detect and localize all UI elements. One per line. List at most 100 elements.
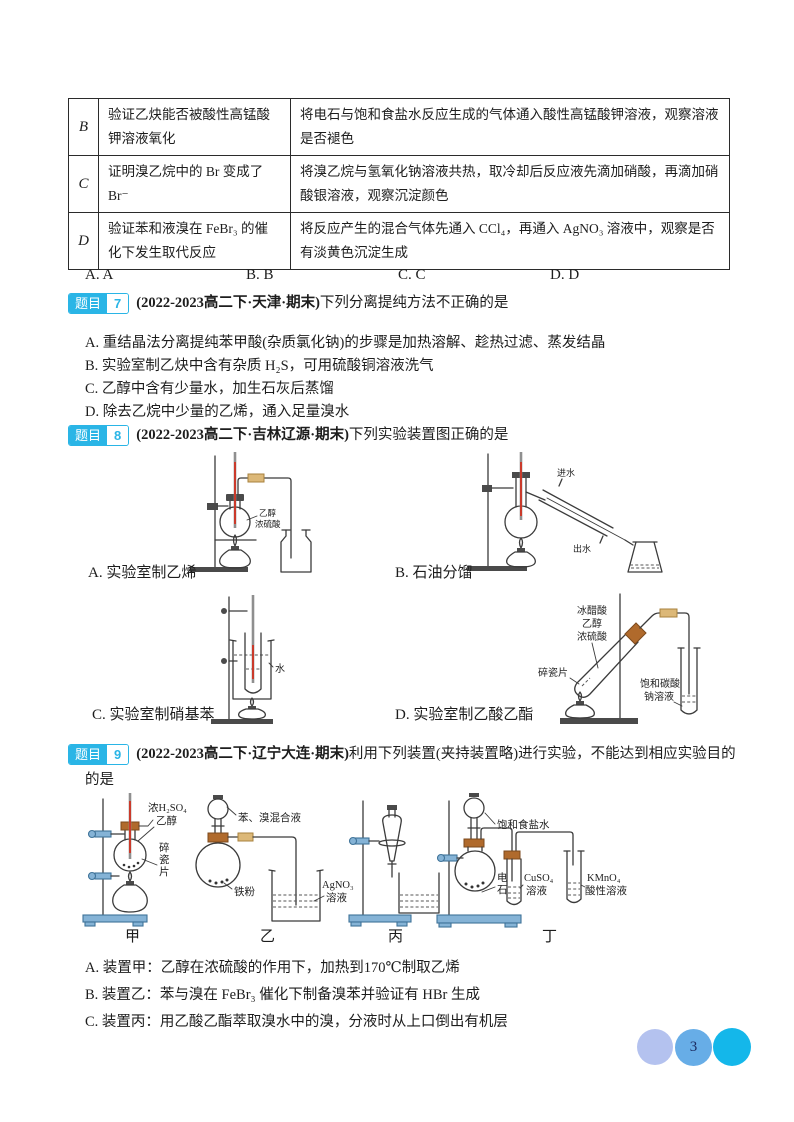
iron-stand (560, 593, 638, 724)
alcohol-lamp (565, 691, 595, 719)
iron-stand (467, 453, 527, 571)
question-source: (2022-2023高二下·辽宁大连·期末) (136, 746, 349, 762)
badge-number: 8 (107, 426, 129, 445)
row-operation: 将溴乙烷与氢氧化钠溶液共热，取冷却后反应液先滴加硝酸，再滴加硝酸银溶液，观察沉淀… (290, 155, 730, 213)
diagram-caption-b: B. 石油分馏 (395, 565, 473, 581)
row-letter: C (68, 155, 99, 213)
porcelain-chips-label: 碎瓷片 (538, 666, 568, 679)
iron-stand (436, 800, 522, 928)
question-badge: 题目 7 (68, 293, 130, 314)
kmno4-label: KMnO₄ (587, 873, 621, 884)
diagram-caption-d: D. 实验室制乙酸乙酯 (395, 707, 534, 723)
footer-circle-right (713, 1028, 751, 1066)
question-badge: 题目 9 (68, 744, 130, 765)
footer-circle-left (637, 1029, 673, 1065)
badge-number: 7 (107, 294, 129, 313)
question-stem: 下列实验装置图正确的是 (348, 427, 509, 443)
diagram-caption-ding: 丁 (542, 929, 558, 945)
diagram-caption-a: A. 实验室制乙烯 (88, 565, 197, 581)
reagent-label: 乙醇 (582, 617, 602, 630)
separating-funnel (382, 805, 402, 878)
q9-option-a: A. 装置甲：乙醇在浓硫酸的作用下，加热到170℃制取乙烯 (85, 960, 460, 976)
experiment-table: B 验证乙炔能否被酸性高锰酸钾溶液氧化 将电石与饱和食盐水反应生成的气体通入酸性… (68, 98, 730, 270)
row-purpose: 证明溴乙烷中的 Br 变成了 Br⁻ (98, 155, 291, 213)
question-stem: 利用下列装置(夹持装置略)进行实验，不能达到相应实验目的 (348, 746, 736, 762)
chips-label: 碎 (159, 841, 170, 854)
footer-circle-middle: 3 (675, 1029, 712, 1066)
table-row-c: C 证明溴乙烷中的 Br 变成了 Br⁻ 将溴乙烷与氢氧化钠溶液共热，取冷却后反… (68, 155, 730, 213)
cuso4-test-tube (503, 850, 522, 906)
receiving-test-tube (677, 647, 701, 715)
apparatus-yi: 苯、溴混合液 铁粉 AgNO₃ 溶液 (195, 795, 354, 922)
row-letter: D (68, 212, 99, 270)
beaker (398, 872, 440, 914)
q9-option-b: B. 装置乙：苯与溴在 FeBr₃ 催化下制备溴苯并验证有 HBr 生成 (85, 987, 480, 1003)
iron-stand (82, 798, 148, 927)
gas-collecting-bottle (280, 529, 312, 573)
apparatus-bing (348, 800, 440, 927)
alcohol-lamp (112, 871, 148, 913)
kmno4-label: 酸性溶液 (585, 884, 627, 897)
alcohol-lamp (506, 537, 536, 568)
table-row-d: D 验证苯和液溴在 FeBr₃ 的催化下发生取代反应 将反应产生的混合气体先通入… (68, 212, 730, 270)
question-8-header: 题目 8 (2022-2023高二下·吉林辽源·期末)下列实验装置图正确的是 (68, 425, 768, 446)
ethanol-label: 乙醇 (156, 814, 177, 827)
iron-powder-label: 铁粉 (234, 885, 255, 898)
page-number: 3 (689, 1039, 698, 1055)
acid-label: 浓H₂SO₄ (148, 802, 187, 814)
q7-option-b: B. 实验室制乙炔中含有杂质 H₂S，可用硫酸铜溶液洗气 (85, 358, 434, 374)
apparatus-ethyl-acetate: 冰醋酸 乙醇 浓硫酸 碎瓷片 饱和碳酸 钠溶液 (538, 593, 701, 724)
kmno4-test-tube (563, 850, 585, 904)
question-source: (2022-2023高二下·天津·期末) (136, 295, 320, 311)
agno3-label: 溶液 (326, 891, 347, 904)
delivery-tube (237, 473, 292, 559)
row-letter: B (68, 98, 99, 156)
delivery-tube (480, 827, 574, 866)
mixture-label: 苯、溴混合液 (238, 811, 301, 824)
question-7-header: 题目 7 (2022-2023高二下·天津·期末)下列分离提纯方法不正确的是 (68, 293, 768, 314)
chips-label: 瓷 (159, 853, 170, 866)
dropping-funnel (463, 793, 485, 840)
answer-option-b: B. B (246, 267, 274, 283)
water-in-label: 进水 (557, 467, 575, 478)
condenser (538, 478, 626, 544)
answer-option-a: A. A (85, 267, 114, 283)
distillation-flask (504, 472, 546, 539)
receiver-label: 钠溶液 (644, 690, 674, 703)
apparatus-nitrobenzene: 水 (211, 595, 285, 724)
alcohol-lamp (219, 534, 251, 569)
diagram-caption-yi: 乙 (260, 929, 276, 945)
badge-label: 题目 (69, 745, 108, 764)
beaker (268, 869, 324, 922)
iron-stand (190, 455, 257, 572)
badge-label: 题目 (69, 426, 108, 445)
badge-label: 题目 (69, 294, 108, 313)
apparatus-distillation: 进水 出水 (467, 452, 663, 573)
conical-flask (624, 539, 663, 573)
chips-label: 片 (159, 865, 170, 878)
delivery-tube (639, 608, 690, 695)
question-source: (2022-2023高二下·吉林辽源·期末) (136, 427, 349, 443)
reagent-label: 浓硫酸 (577, 630, 607, 643)
q9-option-c: C. 装置丙：用乙酸乙酯萃取溴水中的溴，分液时从上口倒出有机层 (85, 1014, 508, 1030)
cuso4-label: CuSO₄ (524, 873, 554, 884)
agno3-label: AgNO₃ (322, 880, 354, 891)
alcohol-lamp (238, 697, 266, 720)
question-text: (2022-2023高二下·天津·期末)下列分离提纯方法不正确的是 (136, 293, 508, 314)
question-stem-continued: 的是 (85, 772, 114, 788)
apparatus-ding: 饱和食盐水 电 石 CuSO₄ 溶液 KMnO₄ 酸性溶液 (436, 793, 627, 928)
diagram-caption-bing: 丙 (388, 929, 404, 945)
diagram-caption-jia: 甲 (125, 929, 141, 945)
apparatus-jia: 浓H₂SO₄ 乙醇 碎 瓷 片 (82, 793, 187, 927)
round-flask (454, 838, 496, 892)
table-row-b: B 验证乙炔能否被酸性高锰酸钾溶液氧化 将电石与饱和食盐水反应生成的气体通入酸性… (68, 98, 730, 156)
question-9-header: 题目 9 (2022-2023高二下·辽宁大连·期末)利用下列装置(夹持装置略)… (68, 744, 768, 765)
carbide-label: 电 (497, 871, 508, 884)
dropping-funnel (207, 795, 229, 834)
brine-label: 饱和食盐水 (497, 818, 550, 831)
row-operation: 将反应产生的混合气体先通入 CCl₄，再通入 AgNO₃ 溶液中，观察是否有淡黄… (290, 212, 730, 270)
round-flask (195, 832, 241, 888)
reagent-label: 冰醋酸 (577, 604, 607, 617)
delivery-tube (227, 832, 297, 906)
